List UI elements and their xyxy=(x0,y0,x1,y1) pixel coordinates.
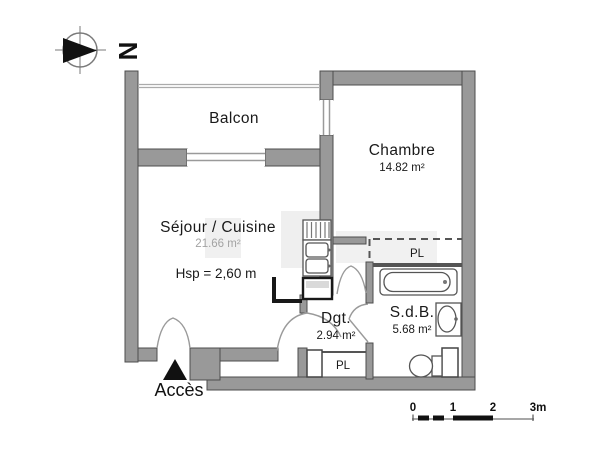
kitchen-faucet-1 xyxy=(327,248,331,252)
room-area-sdb: 5.68 m² xyxy=(393,324,432,336)
room-area-chambre: 14.82 m² xyxy=(379,162,425,174)
balcony-railing xyxy=(138,83,320,89)
entrance-arrow-icon xyxy=(163,359,187,380)
wall-dgt-sdb-upper xyxy=(365,261,374,304)
duct-near-pl xyxy=(306,349,323,378)
wall-top-chambre xyxy=(319,70,476,86)
washbasin-bowl xyxy=(437,305,457,333)
north-compass: N xyxy=(55,26,143,74)
door-sdb-arc xyxy=(348,303,369,320)
interior-walls xyxy=(137,70,462,381)
toilet-bowl xyxy=(408,354,434,378)
wall-entrance-block xyxy=(189,347,221,381)
duct-near-toilet xyxy=(441,347,459,378)
door-arcs xyxy=(156,265,369,352)
room-area-dgt: 2.94 m² xyxy=(317,330,356,342)
wall-chambre-left-upper xyxy=(319,70,334,101)
wall-dgt-sdb-lower xyxy=(365,342,374,380)
ceiling-height-note: Hsp = 2,60 m xyxy=(176,266,257,281)
closet-label-chambre: PL xyxy=(410,248,425,260)
closet-label-dgt: PL xyxy=(336,360,351,372)
scale-tick-1: 1 xyxy=(450,402,457,414)
room-label-sejour: Séjour / Cuisine xyxy=(160,219,276,236)
room-label-chambre: Chambre xyxy=(369,142,436,159)
scale-segment-solid xyxy=(453,415,493,421)
scale-tick-3m: 3m xyxy=(530,402,547,414)
kitchen-appliance-detail xyxy=(306,281,329,288)
kitchen-counter-edge xyxy=(272,277,302,303)
kitchen-fixtures xyxy=(272,219,334,303)
room-label-dgt: Dgt. xyxy=(321,310,351,327)
wall-sejour-bottom-right xyxy=(219,347,279,362)
north-label: N xyxy=(113,42,143,61)
bathroom-fixtures xyxy=(379,268,462,378)
wall-stub-pl xyxy=(297,347,308,378)
wall-sdb-top xyxy=(373,263,462,267)
kitchen-faucet-2 xyxy=(327,264,331,268)
entrance-label: Accès xyxy=(154,380,203,400)
scale-dash-2 xyxy=(433,415,444,421)
window-chambre xyxy=(320,100,333,135)
door-sdb-leaf xyxy=(348,318,369,343)
scale-tick-0: 0 xyxy=(410,402,416,414)
wall-sejour-bottom-left xyxy=(137,347,158,362)
closet-dashed-outline xyxy=(368,238,462,262)
bathtub-inner xyxy=(383,271,451,293)
wall-bottom xyxy=(206,376,476,391)
door-entrance xyxy=(156,317,191,349)
room-label-balcon: Balcon xyxy=(209,110,259,127)
door-chambre xyxy=(336,265,367,295)
wall-balcon-divider-left xyxy=(137,148,188,167)
kitchen-sink-basin-1 xyxy=(305,242,329,258)
scale-dash-1 xyxy=(418,415,429,421)
washbasin-tap xyxy=(454,317,458,321)
door-sejour-dgt xyxy=(276,312,342,352)
bathtub-drain xyxy=(443,280,447,284)
kitchen-sink-basin-2 xyxy=(305,258,329,274)
scale-tick-2: 2 xyxy=(490,402,496,414)
wall-dgt-chambre xyxy=(332,236,367,245)
wall-right xyxy=(461,70,476,391)
toilet-tank xyxy=(431,355,443,377)
room-label-sdb: S.d.B. xyxy=(390,304,435,321)
north-arrow-icon xyxy=(63,38,97,63)
entrance-marker: Accès xyxy=(154,359,204,400)
wall-left xyxy=(124,70,139,363)
window-sejour-balcon xyxy=(187,149,265,166)
scale-bar: 0 1 2 3m xyxy=(410,402,547,421)
room-area-sejour: 21.66 m² xyxy=(195,238,241,250)
